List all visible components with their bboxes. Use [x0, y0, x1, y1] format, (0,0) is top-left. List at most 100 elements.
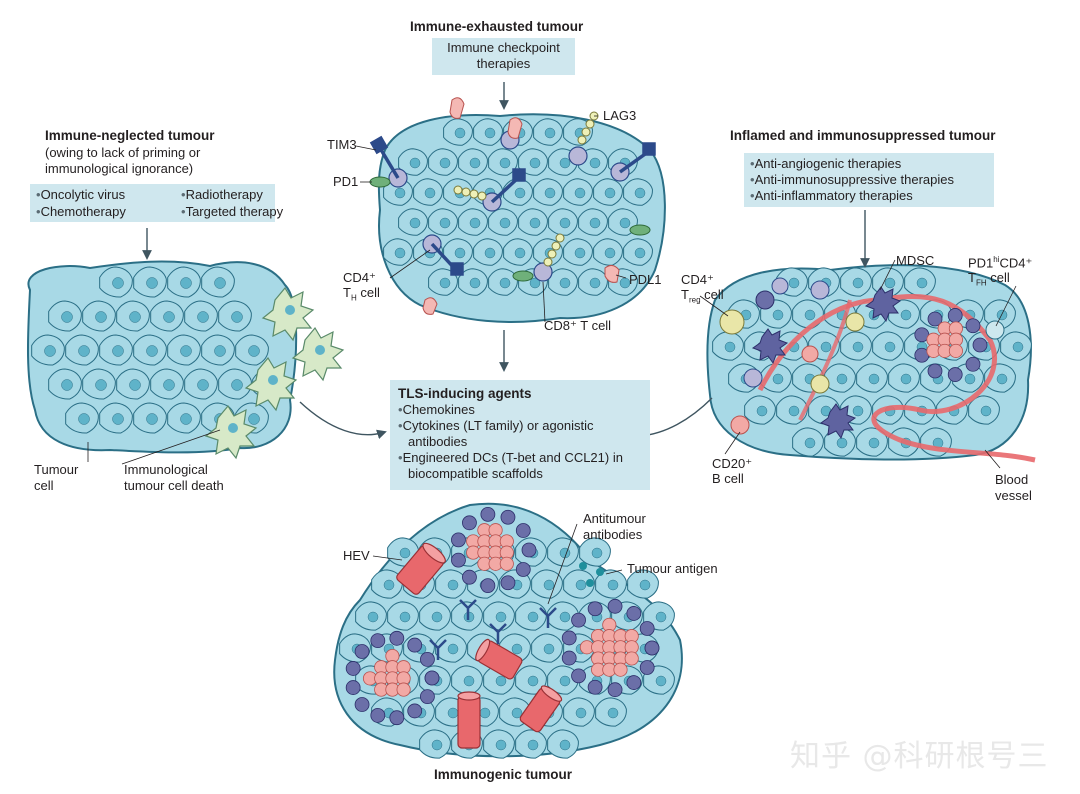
immune-exhausted-tumour-mass [377, 113, 666, 323]
b-cell [571, 612, 586, 628]
t-cell [499, 556, 514, 571]
inflamed-tumour-mass [706, 264, 1032, 461]
cell-nucleus [1012, 341, 1024, 353]
cell-nucleus [634, 247, 646, 259]
tumour-cell-line-1: Tumour [34, 462, 79, 477]
tls-item-chemokines: Chemokines [398, 402, 644, 418]
immunogenic-title: Immunogenic tumour [434, 767, 572, 782]
b-cell [407, 637, 423, 653]
cell-nucleus [574, 247, 586, 259]
cell-nucleus [163, 379, 175, 391]
cell-nucleus [495, 675, 507, 687]
cell-nucleus [559, 611, 571, 623]
therapy-radiotherapy: Radiotherapy [181, 187, 263, 203]
b-cell [561, 630, 577, 646]
leader-lines [87, 115, 1017, 605]
cell-nucleus [447, 579, 459, 591]
immune-neglected-subtitle-line-1: (owing to lack of priming or [45, 145, 201, 160]
b-cell [639, 621, 655, 636]
tls-agents-box: TLS-inducing agents Chemokines Cytokines… [390, 380, 650, 490]
cell-nucleus [589, 277, 601, 289]
cd4-th-cell: cell [360, 285, 380, 300]
tumour-antigen-dots [579, 562, 604, 587]
cell-nucleus [804, 309, 816, 321]
cell-nucleus [575, 579, 587, 591]
cell-nucleus [439, 157, 451, 169]
cell-nucleus [146, 345, 158, 357]
cell-nucleus [604, 187, 616, 199]
cell-nucleus [964, 373, 976, 385]
pd1hi-text: PD1 [968, 255, 994, 271]
immune-neglected-subtitle: (owing to lack of priming or immunologic… [45, 145, 200, 177]
cell-nucleus [559, 739, 571, 751]
cell-nucleus [479, 707, 491, 719]
cell-nucleus [996, 309, 1008, 321]
cell-nucleus [469, 217, 481, 229]
tls-title: TLS-inducing agents [398, 386, 532, 401]
cell-nucleus [529, 217, 541, 229]
tfh-sub: FH [975, 278, 987, 288]
bcell-label: CD20⁺ B cell [712, 456, 752, 486]
cell-nucleus [495, 739, 507, 751]
inflamed-immune-cells [719, 277, 1005, 435]
cell-nucleus [214, 345, 226, 357]
t-cell [613, 662, 628, 677]
cell-nucleus [852, 405, 864, 417]
cell-nucleus [447, 643, 459, 655]
cell-nucleus [527, 739, 539, 751]
b-cell [354, 697, 370, 712]
cell-nucleus [248, 345, 260, 357]
cell-nucleus [543, 579, 555, 591]
cell-nucleus [95, 379, 107, 391]
cell-nucleus [868, 373, 880, 385]
cd4-th-marker: CD4⁺ [343, 270, 376, 285]
immune-neglected-title: Immune-neglected tumour [45, 128, 215, 143]
cell-nucleus [756, 405, 768, 417]
cell-nucleus [383, 579, 395, 591]
blood-vessel-label: Blood vessel [995, 472, 1032, 504]
cell-nucleus [424, 187, 436, 199]
mdsc-label: MDSC [896, 253, 935, 268]
treg-cd4: CD4⁺ [681, 272, 714, 287]
cell-nucleus [197, 311, 209, 323]
antibody-icon [429, 599, 557, 660]
cell-nucleus [469, 157, 481, 169]
cell-nucleus [543, 643, 555, 655]
watermark: 知乎 @科研根号三 [790, 739, 1049, 774]
treg-label: CD4⁺ Treg cell [681, 272, 724, 308]
cell-nucleus [980, 405, 992, 417]
pd1hi-sup: hi [993, 255, 1000, 264]
cell-nucleus [112, 277, 124, 289]
cell-nucleus [724, 341, 736, 353]
cell-nucleus [575, 707, 587, 719]
b-cell [972, 337, 988, 353]
cell-nucleus [559, 217, 571, 229]
bcell-text: B cell [712, 471, 744, 486]
cell-nucleus [884, 277, 896, 289]
tfh-cell: cell [990, 270, 1010, 286]
b-cell [947, 308, 963, 323]
tertiary-lymphoid-structures [345, 506, 660, 726]
cell-nucleus [367, 611, 379, 623]
cell-nucleus [439, 277, 451, 289]
cell-nucleus [95, 311, 107, 323]
cell-death-line-2: tumour cell death [124, 478, 224, 493]
cell-nucleus [197, 379, 209, 391]
b-cell [965, 318, 981, 334]
cell-nucleus [214, 277, 226, 289]
cell-nucleus [484, 247, 496, 259]
b-cell [480, 506, 496, 522]
cell-nucleus [544, 127, 556, 139]
cell-nucleus [604, 247, 616, 259]
cell-nucleus [180, 277, 192, 289]
immune-neglected-subtitle-line-2: immunological ignorance) [45, 161, 194, 176]
cell-nucleus [431, 739, 443, 751]
b-cell [389, 710, 405, 726]
tumour-cell-label: Tumour cell [34, 462, 78, 494]
checkpoint-therapy-box: Immune checkpoint therapies [432, 38, 575, 75]
cell-nucleus [163, 311, 175, 323]
b-cell [515, 523, 531, 538]
b-cell [451, 552, 466, 568]
b-cell [521, 542, 537, 558]
cell-nucleus [112, 413, 124, 425]
